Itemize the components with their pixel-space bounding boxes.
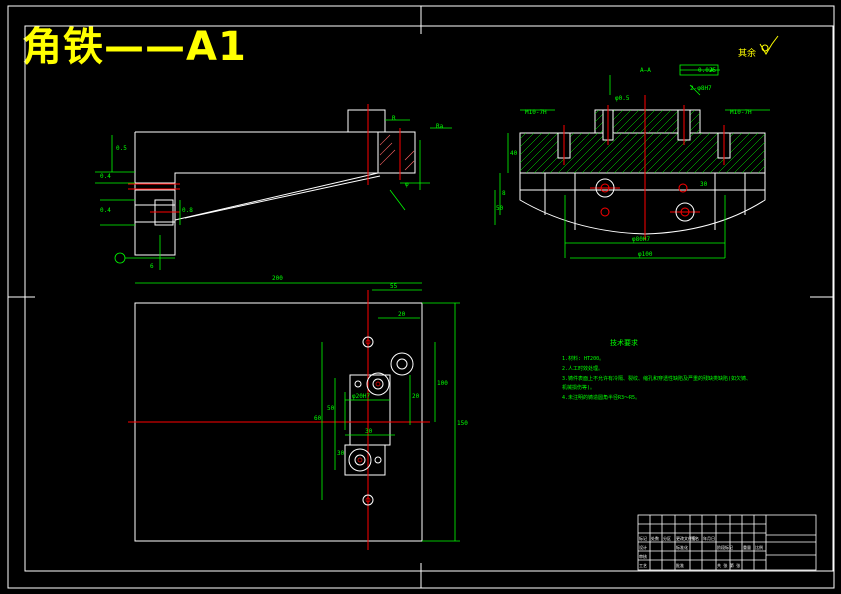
hatch-line xyxy=(519,132,535,148)
inner-border xyxy=(24,25,834,572)
hatch-line xyxy=(581,132,623,174)
tech-req-item-5: 4.未注明的铸造圆角半径R3～R5。 xyxy=(562,394,640,401)
hatch-line xyxy=(519,132,559,172)
tb-stage-label: 阶段标记 xyxy=(717,544,733,550)
outer-border xyxy=(7,5,835,589)
plan-view: 200 55 20 60 φ20H7 50 30 30 20 100 150 xyxy=(128,275,468,550)
surface-roughness-note: 其余 xyxy=(738,35,779,59)
hatch-line xyxy=(637,132,679,174)
tb-r3c0: 工艺 xyxy=(639,563,647,568)
front-view: 0.5 0.4 0.4 0.8 6 φ Ra R xyxy=(95,104,452,270)
section-label-phi: φ0.5 xyxy=(615,95,630,102)
front-dim-4: 0.8 xyxy=(182,207,193,214)
hatch-line xyxy=(613,132,655,174)
hatch-line xyxy=(749,157,766,174)
tb-r3c3: 批准 xyxy=(676,562,684,568)
tb-weight-label: 重量 xyxy=(743,544,751,550)
plan-dim-30a: 30 xyxy=(337,450,345,457)
tech-req-item-1: 1.材料: HT200。 xyxy=(562,355,604,362)
plan-dim-200: 200 xyxy=(272,275,283,282)
plan-dim-60: 60 xyxy=(314,415,322,422)
section-dim-40: 40 xyxy=(510,150,518,157)
title-block: 标记 处数 分区 更改文件号 签名 年月日 设计 标准化 审核 工艺 批准 阶段… xyxy=(637,514,817,571)
section-label-aa: A—A xyxy=(640,67,651,74)
plan-dim-30b: 30 xyxy=(365,428,373,435)
plan-dim-phi20: φ20H7 xyxy=(352,393,370,400)
tech-req-item-4: 机械损伤等)。 xyxy=(562,384,595,391)
plan-dim-150: 150 xyxy=(457,420,468,427)
front-dim-3: 0.4 xyxy=(100,207,111,214)
tb-sheet-label: 共 张 第 张 xyxy=(717,562,740,568)
front-dim-8: R xyxy=(392,115,396,122)
hatch-line xyxy=(725,133,766,174)
tb-r0c5: 年月日 xyxy=(703,535,715,541)
plan-dim-20b: 20 xyxy=(412,393,420,400)
front-dim-5: 6 xyxy=(150,263,154,270)
tb-r0c2: 分区 xyxy=(663,535,671,541)
hatch-line xyxy=(741,149,766,174)
hatch-line xyxy=(661,132,703,174)
section-label-thread-right: M10-7H xyxy=(730,109,752,116)
hatch-line xyxy=(597,132,639,174)
hatch-line xyxy=(733,141,766,174)
tb-scale-label: 比例 xyxy=(755,544,763,550)
tb-r2c0: 审核 xyxy=(639,553,647,559)
tb-r0c1: 处数 xyxy=(651,535,659,541)
hatch-line xyxy=(594,109,600,115)
plan-dim-20: 20 xyxy=(398,311,406,318)
tech-req-item-3: 3.铸件表面上不允许有冷隔、裂纹、缩孔和穿透性缺陷及严重的残缺类缺陷(如欠铸、 xyxy=(562,375,751,382)
tb-r0c4: 签名 xyxy=(691,535,699,541)
hatch-line xyxy=(519,132,551,164)
plan-dim-50: 50 xyxy=(327,405,335,412)
front-dim-2: 0.4 xyxy=(100,173,111,180)
section-dim-phi100: φ100 xyxy=(638,251,653,258)
hatch-line xyxy=(655,109,680,134)
section-dim-50: 50 xyxy=(496,205,504,212)
hatch-line xyxy=(647,109,672,134)
hatch-line xyxy=(615,109,640,134)
tb-r0c0: 标记 xyxy=(639,535,647,541)
section-label-pins: 2-φ8H7 xyxy=(690,85,712,92)
hatch-line xyxy=(631,109,656,134)
hatch-line xyxy=(695,128,701,134)
hatch-line xyxy=(669,132,711,174)
technical-requirements: 技术要求 1.材料: HT200。 2.人工时效处理。 3.铸件表面上不允许有冷… xyxy=(562,338,751,401)
front-dim-7: Ra xyxy=(436,123,444,130)
section-label-datum: A xyxy=(710,67,714,74)
hatch-line xyxy=(717,132,759,174)
tb-r0c3: 更改文件号 xyxy=(676,535,696,541)
drawing-title: 角铁——A1 xyxy=(22,24,247,70)
front-dim-6: φ xyxy=(405,181,409,188)
section-dim-phi80: φ80H7 xyxy=(632,236,650,243)
hatch-line xyxy=(519,132,543,156)
hatch-line xyxy=(589,132,631,174)
plan-dim-100: 100 xyxy=(437,380,448,387)
hatch-line xyxy=(519,132,527,140)
hatch-line xyxy=(677,132,719,174)
section-view: A—A 0.025 A M10-7H 2-φ8H7 M10-7H φ0.5 40… xyxy=(494,64,770,259)
tb-r1c0: 设计 xyxy=(639,544,647,550)
hatch-line xyxy=(623,109,648,134)
front-dim-1: 0.5 xyxy=(116,145,127,152)
hatch-line xyxy=(621,132,663,174)
section-dim-30: 30 xyxy=(700,181,708,188)
surface-note-text: 其余 xyxy=(738,47,756,59)
hatch-line xyxy=(605,132,647,174)
center-marks xyxy=(8,6,834,588)
hatch-line xyxy=(565,132,607,174)
tech-req-item-2: 2.人工时效处理。 xyxy=(562,365,603,372)
tech-req-heading: 技术要求 xyxy=(610,338,638,347)
hatch-line xyxy=(757,165,766,174)
section-label-thread-left: M10-7H xyxy=(525,109,547,116)
plan-dim-55: 55 xyxy=(390,283,398,290)
hatch-line xyxy=(629,132,671,174)
hatch-line xyxy=(639,109,664,134)
hatch-line xyxy=(557,132,599,174)
section-dim-8: 8 xyxy=(502,190,506,197)
tb-r1c3: 标准化 xyxy=(676,544,688,550)
section-label-tol: 0.025 xyxy=(698,67,716,74)
